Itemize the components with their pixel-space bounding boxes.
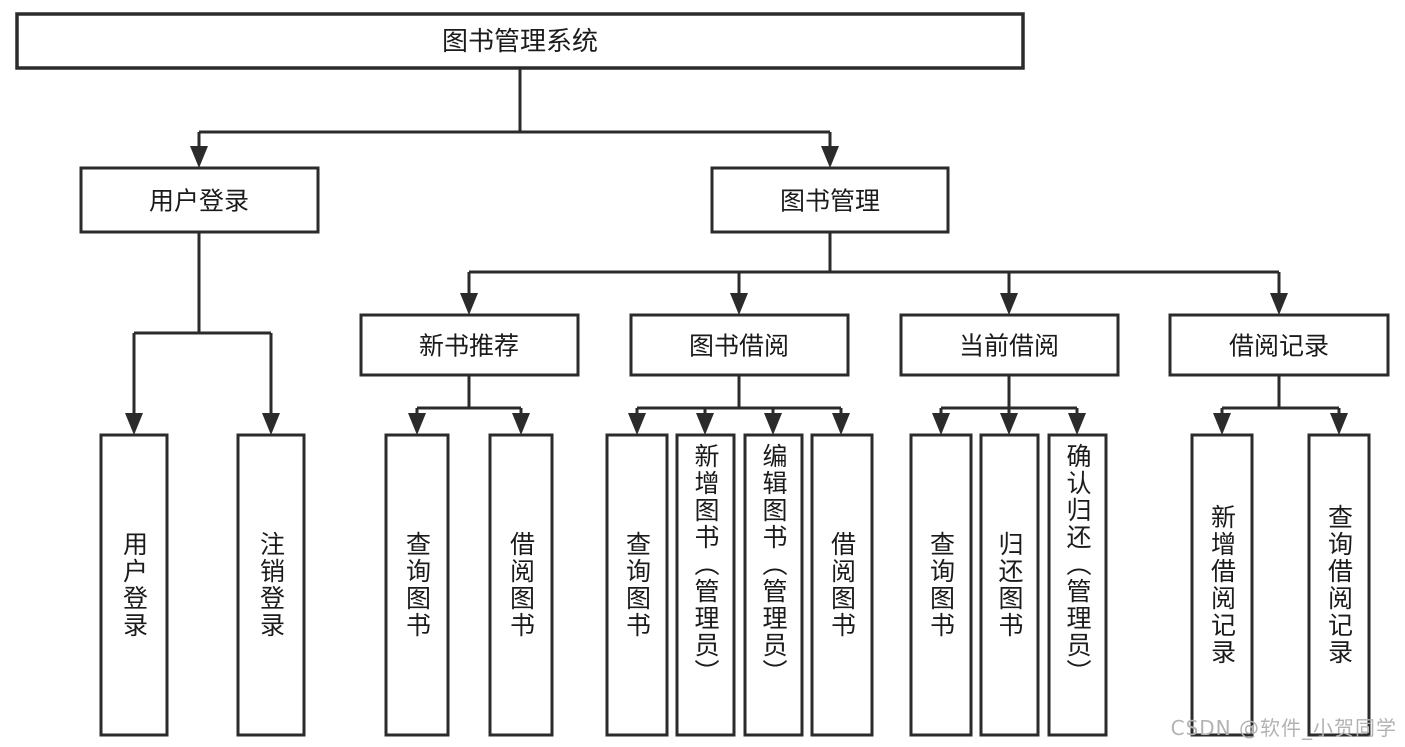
arrow-current-borrow-leaf-2 (1000, 413, 1018, 435)
leaf-box-book-borrow-3[interactable] (743, 433, 804, 737)
arrow-book-borrow-leaf-2 (696, 413, 714, 435)
arrow-book-borrow-leaf-3 (764, 413, 782, 435)
arrow-borrow-record-leaf-1 (1213, 413, 1231, 435)
node-user-login-label: 用户登录 (149, 187, 249, 216)
node-root-system-box[interactable] (15, 12, 1025, 70)
leaf-box-new-book-1[interactable] (384, 433, 450, 737)
node-root-system[interactable]: 图书管理系统 (15, 12, 1025, 70)
arrow-current-borrow-leaf-3 (1068, 413, 1086, 435)
arrow-user-login-leaf-2 (262, 413, 280, 435)
leaf-box-borrow-record-1[interactable] (1190, 433, 1254, 737)
leaf-box-book-borrow-1[interactable] (605, 433, 669, 737)
arrow-new-book-leaf-1 (408, 413, 426, 435)
arrow-user-login-leaf-1 (125, 413, 143, 435)
leaf-box-borrow-record-2[interactable] (1307, 433, 1371, 737)
leaf-box-current-borrow-1[interactable] (909, 433, 973, 737)
node-current-borrow-label: 当前借阅 (959, 332, 1059, 361)
arrow-book-borrow-leaf-4 (832, 413, 850, 435)
leaf-box-book-borrow-2[interactable] (675, 433, 736, 737)
node-book-borrow-box[interactable] (629, 313, 850, 377)
node-new-book-recommend-box[interactable] (359, 313, 580, 377)
arrow-borrow-record-leaf-2 (1330, 413, 1348, 435)
node-new-book-recommend[interactable]: 新书推荐 (359, 313, 580, 377)
node-new-book-recommend-label: 新书推荐 (419, 332, 519, 361)
node-borrow-record-label: 借阅记录 (1229, 332, 1329, 361)
arrow-to-new-book (460, 293, 478, 315)
node-root-system-label: 图书管理系统 (442, 27, 598, 57)
node-book-manage-label: 图书管理 (780, 187, 880, 216)
node-current-borrow[interactable]: 当前借阅 (899, 313, 1120, 377)
node-borrow-record[interactable]: 借阅记录 (1168, 313, 1390, 377)
leaf-box-user-login-2[interactable] (236, 433, 306, 737)
arrow-to-borrow-record (1270, 293, 1288, 315)
node-book-borrow[interactable]: 图书借阅 (629, 313, 850, 377)
node-book-manage[interactable]: 图书管理 (710, 166, 950, 234)
arrow-to-book-manage (821, 146, 839, 168)
connector-layer (125, 68, 1348, 435)
arrow-current-borrow-leaf-1 (932, 413, 950, 435)
arrow-to-user-login (190, 146, 208, 168)
arrow-to-current-borrow (1000, 293, 1018, 315)
arrow-book-borrow-leaf-1 (628, 413, 646, 435)
leaf-box-book-borrow-4[interactable] (810, 433, 874, 737)
leaf-box-user-login-1[interactable] (99, 433, 169, 737)
node-book-manage-box[interactable] (710, 166, 950, 234)
node-current-borrow-box[interactable] (899, 313, 1120, 377)
node-book-borrow-label: 图书借阅 (689, 332, 789, 361)
node-borrow-record-box[interactable] (1168, 313, 1390, 377)
node-user-login-box[interactable] (79, 166, 320, 234)
leaf-box-current-borrow-2[interactable] (979, 433, 1040, 737)
node-user-login[interactable]: 用户登录 (79, 166, 320, 234)
arrow-to-book-borrow (730, 293, 748, 315)
leaf-box-new-book-2[interactable] (488, 433, 554, 737)
leaf-box-current-borrow-3[interactable] (1047, 433, 1108, 737)
arrow-new-book-leaf-2 (512, 413, 530, 435)
